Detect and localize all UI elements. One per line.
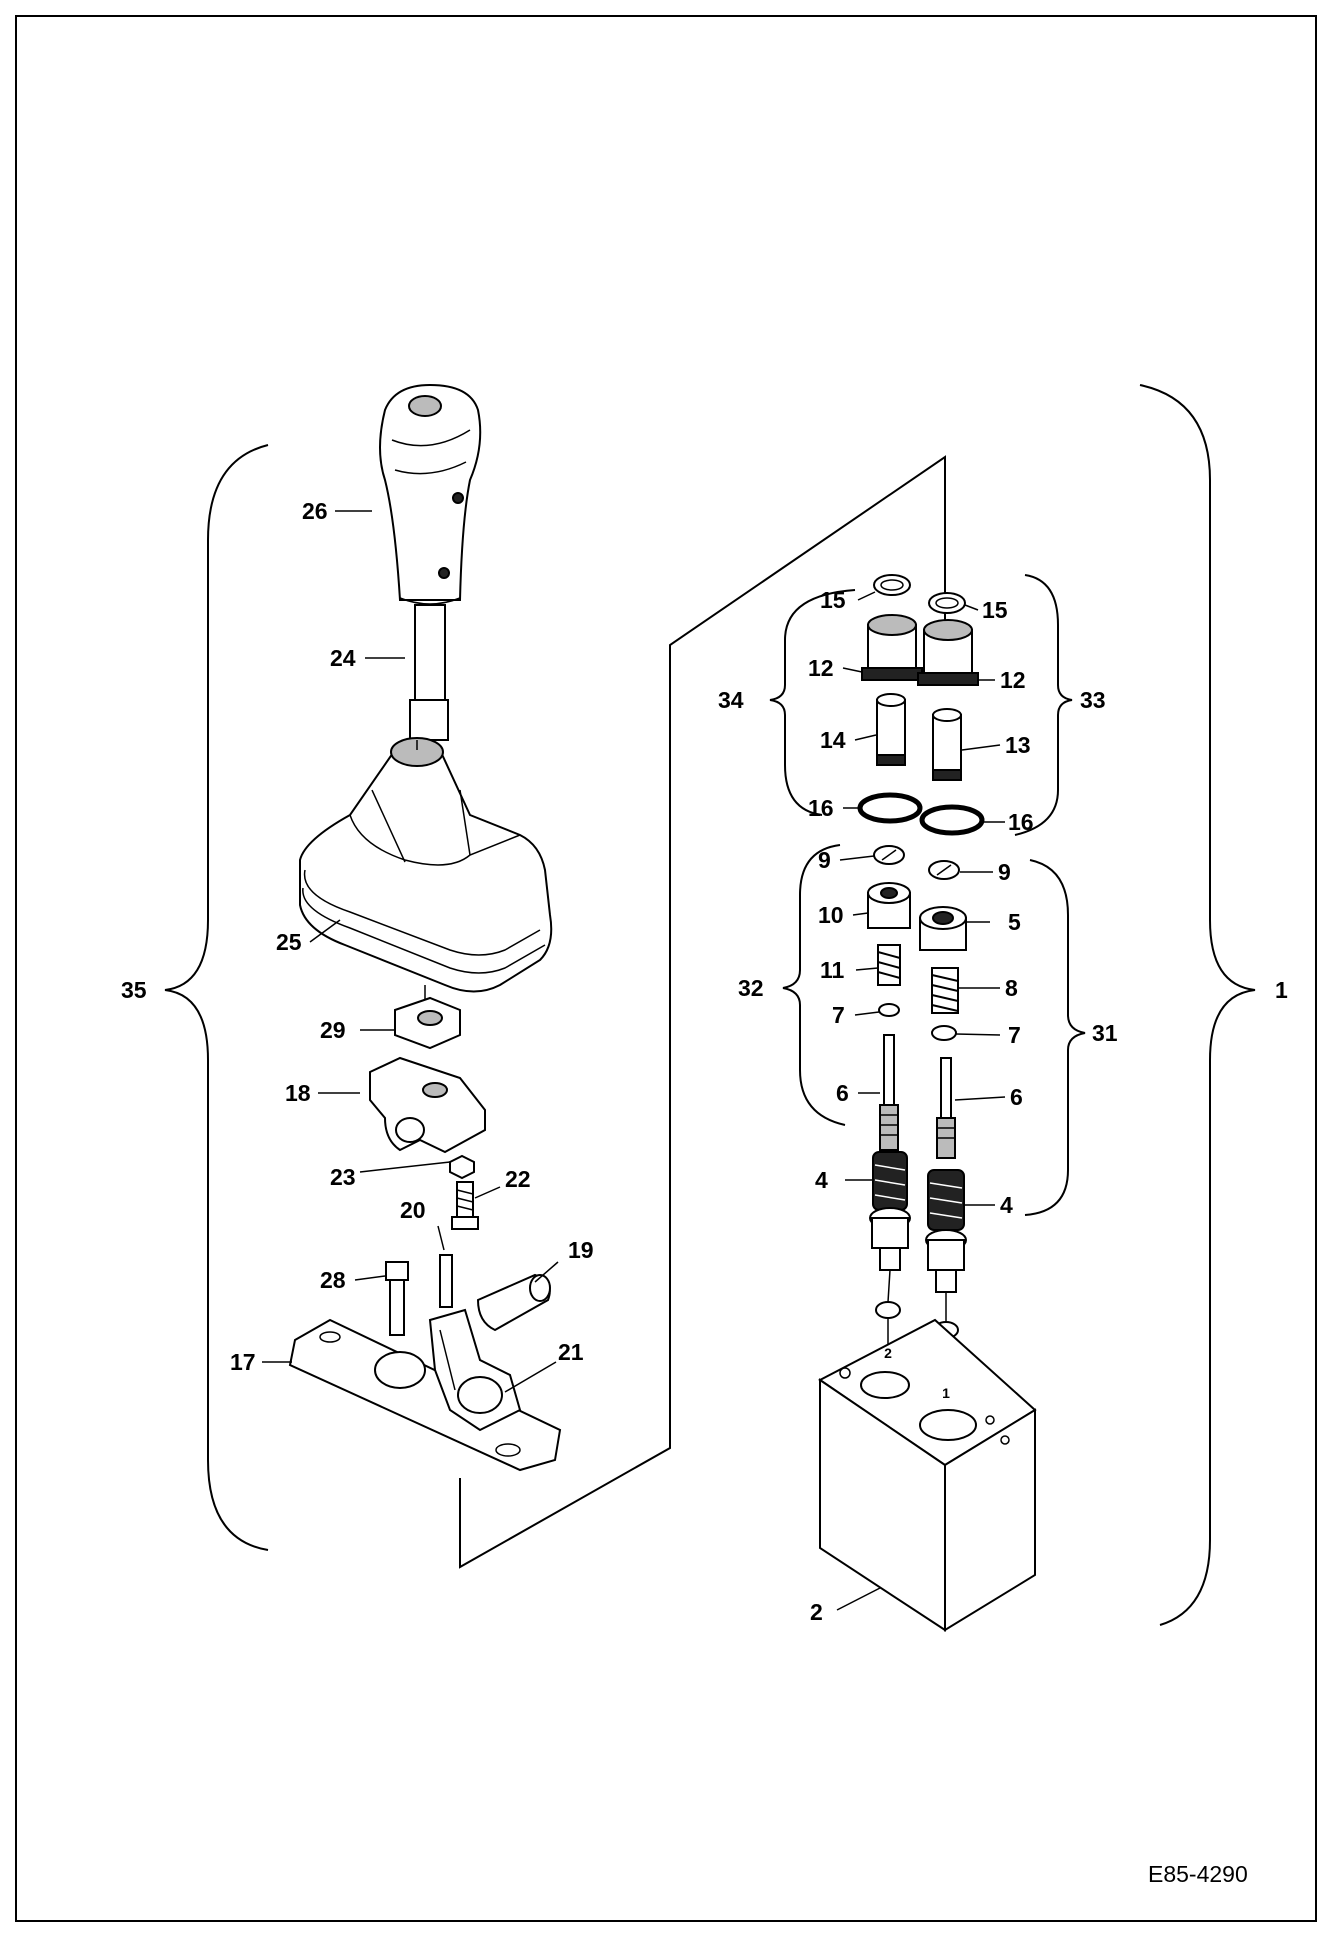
- pin-20: [439, 1254, 453, 1308]
- callout-12-right: 12: [1000, 667, 1026, 693]
- callout-6-right: 6: [1010, 1084, 1023, 1110]
- callout-29: 29: [320, 1017, 346, 1043]
- o-ring-16-right: [919, 804, 985, 836]
- callout-18: 18: [285, 1080, 311, 1106]
- callout-20: 20: [400, 1197, 426, 1223]
- grip-26: [379, 383, 482, 605]
- nut-23: [449, 1154, 475, 1180]
- callout-15-left: 15: [820, 587, 846, 613]
- spring-seat-5: [919, 906, 967, 951]
- callout-4-left: 4: [815, 1167, 828, 1193]
- spring-seat-10: [867, 882, 911, 929]
- callout-labels: 26 24 25 35 29 18 23 22 20 19 28 17 21 1…: [121, 498, 1288, 1625]
- pivot-21: [428, 1308, 522, 1432]
- spring-8: [931, 967, 959, 1014]
- callout-1: 1: [1275, 977, 1288, 1003]
- base-plate-17: [288, 1318, 562, 1472]
- callout-24: 24: [330, 645, 356, 671]
- callout-16-right: 16: [1008, 809, 1034, 835]
- callout-34: 34: [718, 687, 744, 713]
- callout-6-left: 6: [836, 1080, 849, 1106]
- nut-29: [394, 996, 461, 1050]
- callout-15-right: 15: [982, 597, 1008, 623]
- brace-32: [782, 844, 846, 1126]
- callout-8: 8: [1005, 975, 1018, 1001]
- screw-28: [385, 1261, 409, 1336]
- callout-28: 28: [320, 1267, 346, 1293]
- callout-26: 26: [302, 498, 328, 524]
- bracket-18: [369, 1056, 486, 1154]
- spool-6-right: [936, 1057, 956, 1159]
- callout-5: 5: [1008, 909, 1021, 935]
- callout-9-left: 9: [818, 847, 831, 873]
- callout-33: 33: [1080, 687, 1106, 713]
- ring-7-left: [878, 1003, 900, 1017]
- guide-right: [925, 1229, 967, 1293]
- brace-34: [769, 589, 856, 816]
- ring-7-right: [931, 1025, 957, 1041]
- callout-22: 22: [505, 1166, 531, 1192]
- brace-1: [1139, 384, 1256, 1626]
- push-rod-14: [876, 693, 906, 766]
- callout-2: 2: [810, 1599, 823, 1625]
- o-ring-16-left: [857, 792, 923, 824]
- seal-15-left: [873, 574, 911, 596]
- valve-body-2: 2 1: [818, 1318, 1037, 1632]
- boot-25: [299, 737, 553, 993]
- spring-4-left: [872, 1151, 908, 1211]
- drawing-number: E85-4290: [1148, 1861, 1248, 1887]
- callout-14: 14: [820, 727, 846, 753]
- leader-lines: [262, 510, 1006, 1611]
- callout-32: 32: [738, 975, 764, 1001]
- callout-17: 17: [230, 1349, 256, 1375]
- brace-35: [164, 444, 269, 1551]
- valve-assembly: 2 1: [818, 574, 1037, 1632]
- bolt-22: [451, 1181, 479, 1230]
- assembly-connector-line: [459, 455, 946, 1569]
- callout-12-left: 12: [808, 655, 834, 681]
- roller-19: [476, 1273, 551, 1332]
- callout-4-right: 4: [1000, 1192, 1013, 1218]
- guide-left: [869, 1207, 911, 1271]
- callout-31: 31: [1092, 1020, 1118, 1046]
- callout-25: 25: [276, 929, 302, 955]
- callout-19: 19: [568, 1237, 594, 1263]
- callout-7-right: 7: [1008, 1022, 1021, 1048]
- spring-11: [877, 944, 901, 986]
- plug-12-left: [861, 614, 923, 681]
- brace-31: [1024, 859, 1086, 1216]
- callout-10: 10: [818, 902, 844, 928]
- spring-4-right: [927, 1169, 965, 1231]
- lever-assembly: [288, 383, 562, 1472]
- callout-23: 23: [330, 1164, 356, 1190]
- callout-9-right: 9: [998, 859, 1011, 885]
- port-label-1: 1: [942, 1385, 950, 1401]
- push-rod-13: [932, 708, 962, 781]
- port-label-2: 2: [884, 1345, 892, 1361]
- callout-13: 13: [1005, 732, 1031, 758]
- callout-7-left: 7: [832, 1002, 845, 1028]
- plug-12-right: [917, 619, 979, 686]
- brace-33: [1014, 574, 1073, 836]
- o-ring-bottom-left: [875, 1301, 901, 1319]
- spool-6-left: [879, 1034, 899, 1151]
- drawing-border: [15, 15, 1317, 1922]
- callout-16-left: 16: [808, 795, 834, 821]
- shaft-24: [409, 604, 449, 741]
- callout-11: 11: [820, 957, 845, 983]
- callout-35: 35: [121, 977, 147, 1003]
- seal-15-right: [928, 592, 966, 614]
- callout-21: 21: [558, 1339, 584, 1365]
